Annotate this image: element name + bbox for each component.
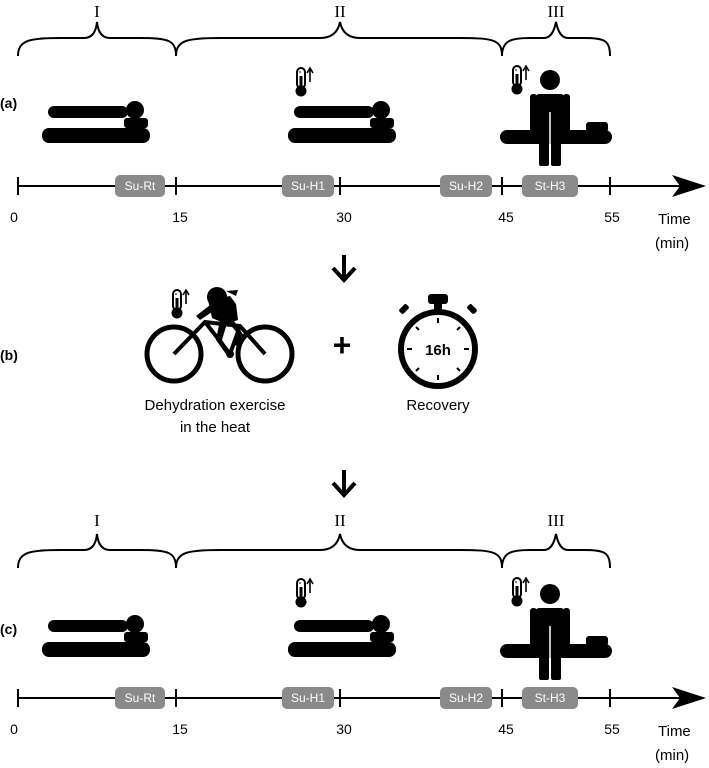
supine-person-icon <box>288 615 396 657</box>
down-arrow-icon <box>331 255 357 283</box>
plus-sign: + <box>333 327 352 363</box>
measurement-box <box>440 687 492 709</box>
axis-unit: (min) <box>655 235 689 252</box>
axis-title: Time <box>658 723 691 740</box>
measurement-label: Su-H2 <box>449 179 483 193</box>
measurement-label: St-H3 <box>535 691 566 705</box>
tick-label: 55 <box>604 209 620 225</box>
tick-label: 15 <box>172 721 188 737</box>
tick-label: 30 <box>336 721 352 737</box>
measurement-box <box>282 687 334 709</box>
measurement-label: Su-Rt <box>125 691 156 705</box>
thermometer-up-icon <box>170 288 191 320</box>
phase-braces-bottom <box>17 533 611 569</box>
stopwatch-icon <box>398 294 478 389</box>
phase-label-2: II <box>334 511 346 530</box>
measurement-label: Su-Rt <box>125 179 156 193</box>
cyclist-icon <box>144 287 295 384</box>
measurement-label: Su-H1 <box>291 179 325 193</box>
tick-label: 30 <box>336 209 352 225</box>
thermometer-up-icon <box>510 576 531 608</box>
axis-unit: (min) <box>655 747 689 764</box>
phase-braces-top <box>17 21 611 57</box>
supine-person-icon <box>42 101 150 143</box>
supine-person-icon <box>42 615 150 657</box>
measurement-box <box>115 687 165 709</box>
tick-label: 45 <box>498 721 514 737</box>
phase-label-1: I <box>94 511 100 530</box>
phase-label-1: I <box>94 2 100 21</box>
tick-label: 0 <box>10 721 18 737</box>
thermometer-up-icon <box>510 64 531 96</box>
panel-label-c: (c) <box>0 621 17 637</box>
tick-label: 0 <box>10 209 18 225</box>
exercise-caption-line1: Dehydration exercise <box>145 397 286 414</box>
tick-label: 15 <box>172 209 188 225</box>
tick-label: 55 <box>604 721 620 737</box>
panel-label-b: (b) <box>0 347 18 363</box>
measurement-box <box>522 687 578 709</box>
phase-label-3: III <box>548 511 565 530</box>
panel-label-a: (a) <box>0 95 17 111</box>
timer-label: 16h <box>425 342 451 359</box>
phase-label-2: II <box>334 2 346 21</box>
axis-title: Time <box>658 211 691 228</box>
down-arrow-icon <box>331 470 357 498</box>
supine-person-icon <box>288 101 396 143</box>
tick-label: 45 <box>498 209 514 225</box>
recovery-caption: Recovery <box>406 397 470 414</box>
measurement-label: Su-H2 <box>449 691 483 705</box>
thermometer-up-icon <box>294 577 315 609</box>
thermometer-up-icon <box>294 66 315 98</box>
exercise-caption-line2: in the heat <box>180 419 251 436</box>
measurement-label: St-H3 <box>535 179 566 193</box>
measurement-box <box>282 175 334 197</box>
measurement-box <box>115 175 165 197</box>
measurement-box <box>440 175 492 197</box>
measurement-box <box>522 175 578 197</box>
measurement-label: Su-H1 <box>291 691 325 705</box>
phase-label-3: III <box>548 2 565 21</box>
